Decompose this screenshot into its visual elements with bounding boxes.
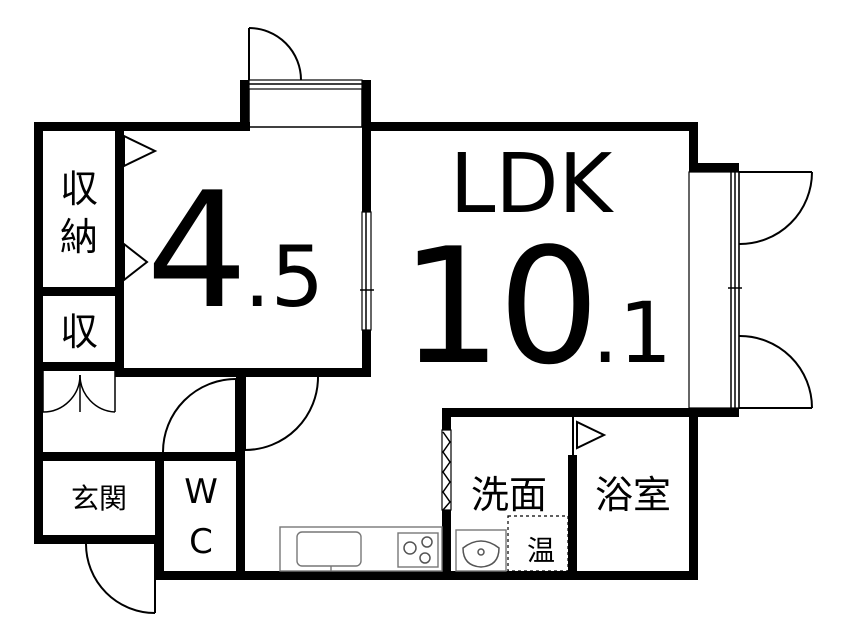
kitchen-sink	[296, 531, 362, 567]
closet-top-label-1: 収	[60, 167, 98, 211]
western-size-frac: .5	[244, 228, 324, 326]
outer-walls	[34, 80, 739, 580]
ldk-size-frac: .1	[592, 284, 672, 382]
ldk-size-main: 10	[400, 213, 596, 400]
closet-small-label: 収	[60, 310, 98, 354]
ldk-label: LDK	[450, 137, 615, 232]
windows	[248, 79, 742, 409]
washroom-label: 洗面	[471, 473, 547, 517]
room-labels: LDK 10 .1 4 .5 収 納 収 玄関 W C 洗面 温 浴室	[60, 137, 672, 567]
entrance-label: 玄関	[71, 482, 127, 515]
water-heater	[507, 515, 569, 572]
wc-label-1: W	[184, 472, 218, 512]
doors	[42, 27, 813, 614]
bathroom-label: 浴室	[595, 473, 671, 517]
western-size-main: 4	[146, 157, 248, 344]
wash-basin	[455, 529, 507, 572]
fixtures	[279, 515, 569, 572]
water-heater-label: 温	[527, 534, 555, 567]
wc-label-2: C	[189, 522, 213, 562]
closet-top-label-2: 納	[60, 215, 98, 259]
